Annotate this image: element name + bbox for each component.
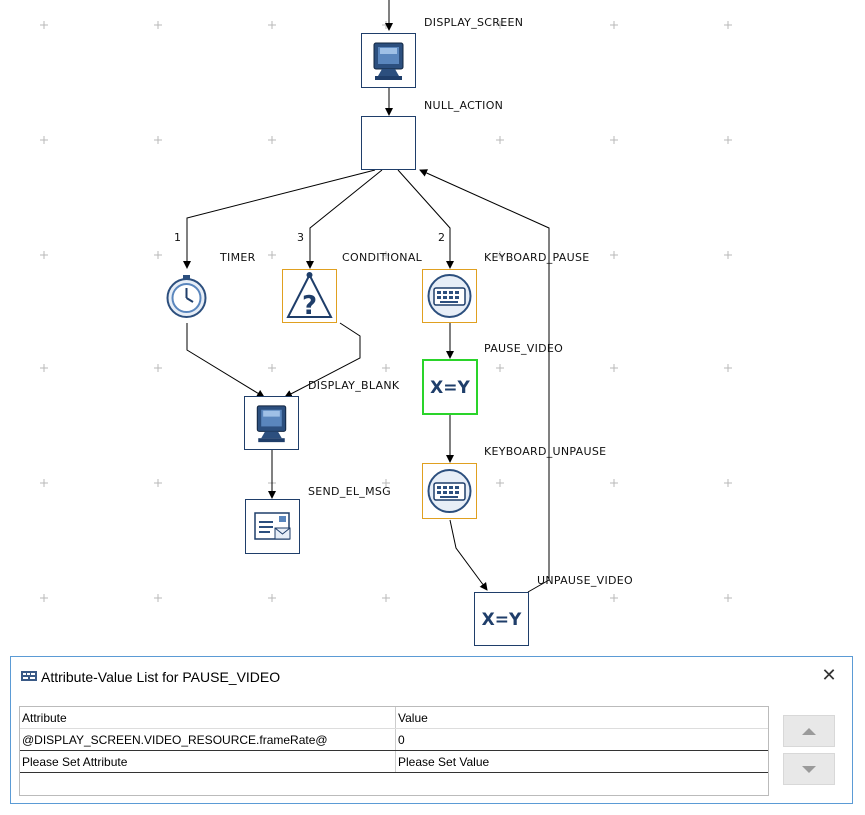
edge-label-2: 2 bbox=[438, 231, 446, 244]
assignment-text: X=Y bbox=[430, 378, 470, 398]
label-send-el-msg: SEND_EL_MSG bbox=[308, 485, 392, 498]
label-unpause-video: UNPAUSE_VIDEO bbox=[537, 574, 633, 587]
display-blank-node[interactable] bbox=[244, 396, 299, 450]
window-titlebar[interactable]: Attribute-Value List for PAUSE_VIDEO ✕ bbox=[11, 657, 852, 697]
edge-label-1: 1 bbox=[174, 231, 182, 244]
edge-timer-to-display-blank bbox=[186, 322, 265, 398]
label-pause-video: PAUSE_VIDEO bbox=[484, 342, 564, 355]
edge-null-to-conditional bbox=[306, 169, 383, 269]
value-cell[interactable]: 0 bbox=[398, 733, 405, 747]
keyboard-pause-node[interactable] bbox=[422, 269, 477, 323]
value-cell[interactable]: Please Set Value bbox=[398, 755, 490, 769]
label-display-screen: DISPLAY_SCREEN bbox=[424, 16, 524, 29]
column-header-attribute[interactable]: Attribute bbox=[20, 707, 396, 728]
send-el-msg-node[interactable] bbox=[245, 499, 300, 554]
message-envelope-icon bbox=[254, 512, 291, 540]
keyboard-unpause-node[interactable] bbox=[422, 463, 477, 519]
assignment-icon: X=Y bbox=[430, 378, 470, 398]
assignment-text: X=Y bbox=[482, 610, 522, 630]
table-row[interactable]: @DISPLAY_SCREEN.VIDEO_RESOURCE.frameRate… bbox=[20, 729, 768, 751]
attribute-value-window: Attribute-Value List for PAUSE_VIDEO ✕ A… bbox=[10, 656, 853, 804]
attribute-value-table: Attribute Value @DISPLAY_SCREEN.VIDEO_RE… bbox=[19, 706, 769, 796]
label-conditional: CONDITIONAL bbox=[342, 251, 423, 264]
label-display-blank: DISPLAY_BLANK bbox=[308, 379, 400, 392]
keyboard-icon bbox=[427, 469, 472, 513]
grid-and-edges bbox=[40, 0, 732, 602]
move-down-button[interactable] bbox=[783, 753, 835, 785]
triangle-down-icon bbox=[802, 766, 816, 773]
triangle-up-icon bbox=[802, 728, 816, 735]
assignment-icon: X=Y bbox=[482, 610, 522, 630]
svg-text:?: ? bbox=[302, 291, 317, 321]
edge-null-to-keyboard-pause bbox=[397, 169, 454, 269]
label-keyboard-pause: KEYBOARD_PAUSE bbox=[484, 251, 590, 264]
window-app-icon bbox=[21, 671, 37, 681]
edge-label-3: 3 bbox=[297, 231, 305, 244]
label-timer: TIMER bbox=[220, 251, 256, 264]
attribute-cell[interactable]: Please Set Attribute bbox=[20, 751, 396, 772]
close-icon[interactable]: ✕ bbox=[821, 665, 837, 686]
question-triangle-icon: ? bbox=[286, 272, 333, 321]
move-up-button[interactable] bbox=[783, 715, 835, 747]
pause-video-node[interactable]: X=Y bbox=[422, 359, 478, 415]
label-keyboard-unpause: KEYBOARD_UNPAUSE bbox=[484, 445, 607, 458]
conditional-node[interactable]: ? bbox=[282, 269, 337, 323]
keyboard-icon bbox=[427, 274, 472, 318]
unpause-video-node[interactable]: X=Y bbox=[474, 592, 529, 646]
monitor-icon bbox=[256, 405, 287, 443]
stopwatch-icon bbox=[166, 275, 207, 318]
monitor-icon bbox=[373, 42, 404, 80]
attribute-cell[interactable]: @DISPLAY_SCREEN.VIDEO_RESOURCE.frameRate… bbox=[20, 729, 396, 750]
table-row[interactable]: Please Set Attribute Please Set Value bbox=[20, 751, 768, 773]
timer-node[interactable] bbox=[159, 269, 214, 323]
column-header-value[interactable]: Value bbox=[398, 711, 428, 725]
window-title: Attribute-Value List for PAUSE_VIDEO bbox=[41, 669, 281, 685]
table-header-row: Attribute Value bbox=[20, 707, 768, 729]
flow-canvas[interactable]: DISPLAY_SCREEN NULL_ACTION 1 3 2 TIMER ?… bbox=[0, 0, 865, 650]
edge-unpause-loop-to-null bbox=[419, 169, 550, 593]
null-action-node[interactable] bbox=[361, 116, 416, 170]
label-null-action: NULL_ACTION bbox=[424, 99, 504, 112]
edge-null-to-timer bbox=[183, 169, 376, 269]
display-screen-node[interactable] bbox=[361, 33, 416, 88]
edge-keyboard-unpause-to-unpause-video bbox=[449, 519, 488, 591]
edge-conditional-to-display-blank bbox=[284, 322, 361, 398]
